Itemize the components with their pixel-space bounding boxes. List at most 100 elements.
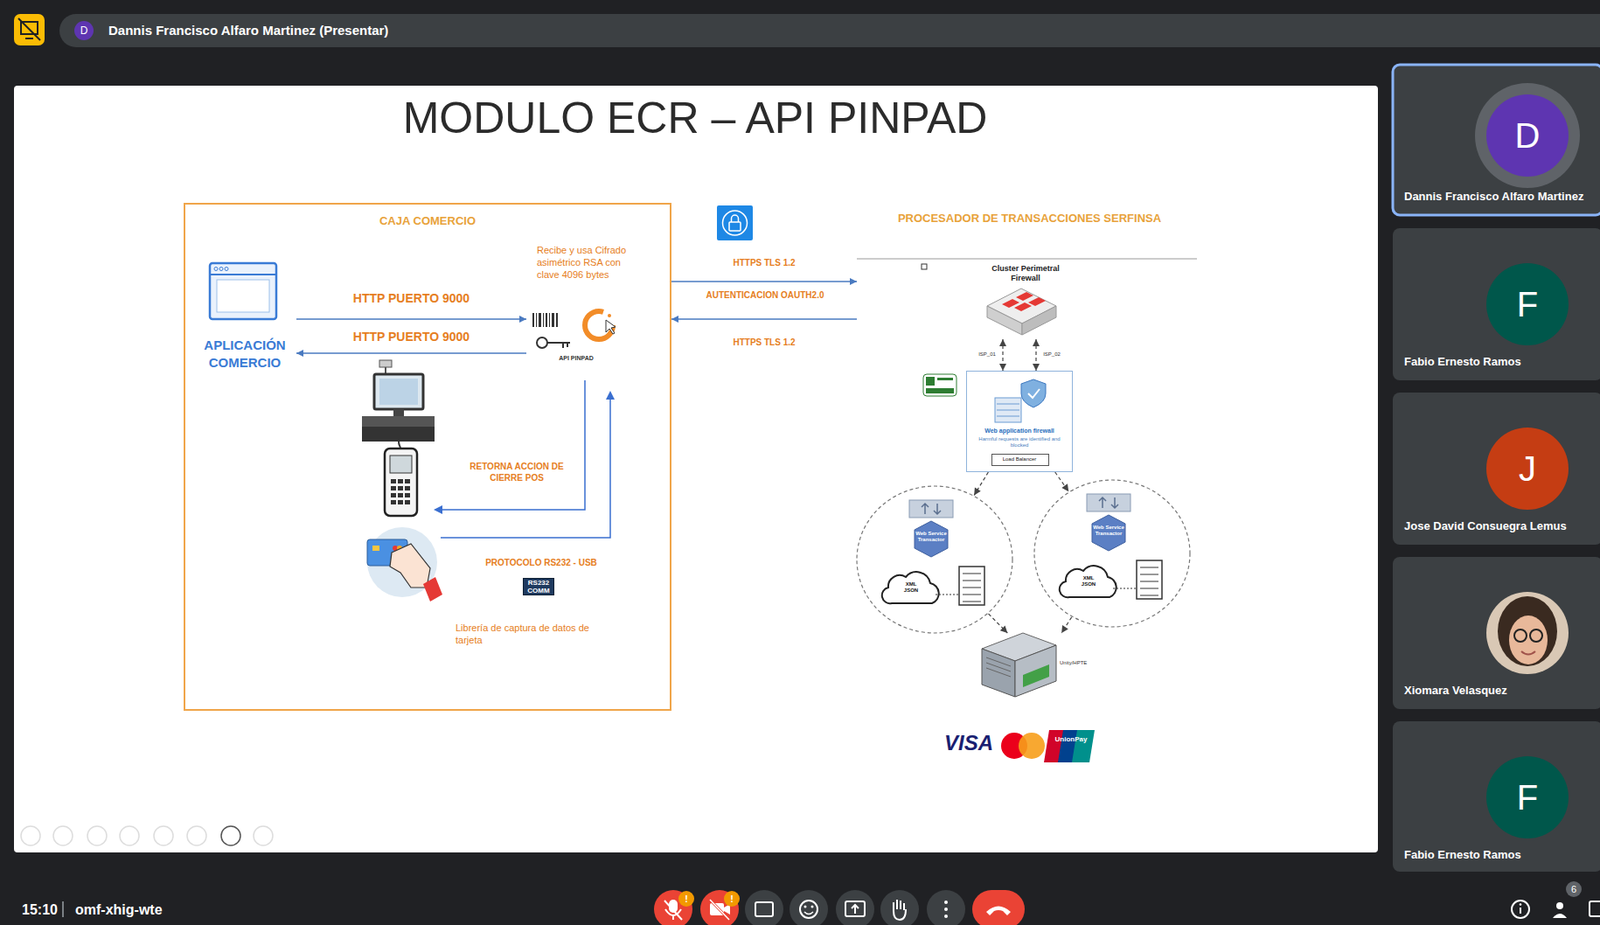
- participant-name: Fabio Ernesto Ramos: [1404, 848, 1599, 863]
- connector: [999, 339, 1007, 371]
- app-window-icon: [209, 273, 277, 276]
- call-controls: [944, 914, 948, 919]
- server-icon: [1022, 664, 1050, 688]
- arrow-heads: [433, 390, 615, 515]
- lock-icon: [716, 205, 753, 241]
- handheld-pinpad-icon: [384, 448, 418, 516]
- participant-tiles: [1486, 756, 1569, 839]
- participant-tiles: [1530, 629, 1543, 642]
- library-note: Librería de captura de datos de tarjeta: [455, 622, 605, 647]
- card-hand-icon: [423, 577, 443, 602]
- arrow-head: [1000, 626, 1008, 634]
- connector-label: HTTP PUERTO 9000: [351, 291, 472, 307]
- present-button: [13, 13, 45, 46]
- handheld-pinpad-icon: [397, 500, 404, 505]
- participant-tiles: [1392, 228, 1600, 381]
- web-service-cluster-art: [909, 500, 954, 518]
- connector: [296, 349, 527, 357]
- connector-label: ISP_01: [976, 351, 998, 358]
- node-text: API PINPAD: [526, 354, 627, 362]
- connector: [671, 278, 857, 286]
- handheld-pinpad-icon: [384, 448, 418, 516]
- processor-header-rule: [921, 264, 927, 270]
- avatar-initial: J: [1492, 433, 1563, 504]
- present-button: [18, 18, 41, 41]
- app-window-icon: [224, 267, 229, 272]
- firewall-icon: [1022, 306, 1057, 335]
- web-service-cluster-art: [921, 503, 941, 515]
- pinpad-api-icon: [551, 313, 555, 327]
- call-controls: [62, 881, 1600, 925]
- call-controls: [755, 902, 773, 917]
- lock-icon: [731, 215, 739, 223]
- processor-region: PROCESADOR DE TRANSACCIONES SERFINSAClus…: [856, 202, 1205, 770]
- handheld-pinpad-icon: [404, 486, 411, 491]
- arrow-head: [1061, 483, 1069, 492]
- firewall-icon: [1014, 302, 1032, 312]
- participant-tiles: [1474, 83, 1580, 188]
- slide-toolbar: [221, 826, 241, 846]
- arrow-heads: [605, 390, 615, 400]
- presenter-name: Dannis Francisco Alfaro Martinez (Presen…: [108, 22, 634, 39]
- waf-icon: [1021, 379, 1046, 408]
- card-hand-icon: [367, 527, 443, 602]
- connector-line: [671, 280, 857, 283]
- call-controls: [845, 901, 865, 917]
- pinpad-api-icon: [538, 313, 542, 327]
- call-controls: [723, 890, 740, 907]
- pos-terminal-icon: [361, 360, 435, 449]
- meeting-code: omf-xhig-wte: [75, 901, 216, 919]
- connector-label: HTTPS TLS 1.2: [730, 337, 797, 348]
- call-controls: [880, 890, 919, 925]
- web-service-cluster-art: [914, 521, 948, 557]
- avatar-initial: F: [1492, 269, 1563, 340]
- handheld-pinpad-icon: [397, 493, 404, 498]
- arrow-head: [296, 349, 304, 357]
- participant-tiles: [1497, 596, 1558, 667]
- pinpad-api-icon: [542, 313, 544, 327]
- arrow-head: [849, 278, 857, 286]
- node-text: Web Service Transactor: [915, 530, 947, 543]
- server-icon: [1015, 645, 1057, 697]
- participant-tiles: [1392, 64, 1600, 216]
- handheld-pinpad-icon: [404, 493, 411, 498]
- waf-icon: [1028, 389, 1040, 398]
- node-text: XML JSON: [1075, 575, 1102, 588]
- card-brand-logos: [1001, 730, 1095, 763]
- handheld-pinpad-icon: [404, 479, 411, 484]
- connector: [1055, 472, 1070, 492]
- handheld-pinpad-icon: [404, 500, 411, 505]
- present-button: [25, 37, 34, 40]
- call-controls: [804, 911, 814, 915]
- call-controls: [1589, 901, 1600, 917]
- slide-title: MODULO ECR – API PINPAD: [345, 94, 1045, 143]
- arrow-head: [999, 363, 1007, 371]
- call-controls: [926, 890, 966, 925]
- visa-logo: VISA: [944, 730, 999, 757]
- web-service-cluster-art: [959, 566, 985, 606]
- avatar-initial: D: [1492, 100, 1563, 171]
- call-controls: [800, 900, 818, 919]
- handheld-pinpad-icon: [397, 486, 404, 491]
- warning-badge: !: [678, 890, 695, 907]
- firewall-icon: [1001, 292, 1046, 312]
- participant-tiles: [1486, 94, 1569, 177]
- participant-name: Fabio Ernesto Ramos: [1404, 354, 1599, 369]
- pos-terminal-icon: [361, 426, 435, 442]
- presenter-bar: [59, 13, 1600, 48]
- pinpad-api-icon: [556, 313, 558, 327]
- call-controls: [1519, 907, 1522, 914]
- protocol-note: PROTOCOLO RS232 - USB: [475, 557, 607, 569]
- node-text: Web Service Transactor: [1092, 524, 1125, 536]
- arrow-head: [671, 315, 679, 323]
- connector: [296, 315, 527, 323]
- participant-tiles: [1521, 651, 1536, 655]
- pinpad-api-icon: [532, 313, 535, 327]
- waf-icon: [996, 403, 1020, 417]
- connector-label: HTTPS TLS 1.2: [730, 257, 797, 269]
- slide-toolbar: [20, 826, 273, 846]
- present-button: [13, 13, 45, 46]
- server-node: Unity/HPTE: [979, 633, 1102, 700]
- web-service-cluster-art: [962, 573, 981, 602]
